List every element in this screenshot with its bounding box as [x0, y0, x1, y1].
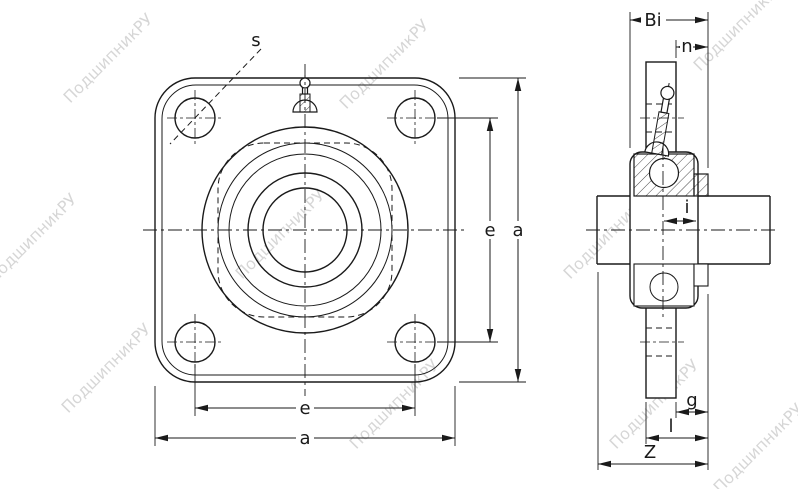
dim-label-e-bottom: e	[299, 398, 310, 419]
side-centerlines	[586, 146, 778, 320]
dim-s: s	[169, 30, 262, 145]
watermark-text: ПодшипникРУ	[0, 189, 81, 286]
dim-label-bi: Bi	[644, 10, 661, 31]
dim-label-n: n	[681, 36, 692, 57]
dim-label-s: s	[251, 30, 260, 51]
watermark-text: ПодшипникРУ	[690, 0, 787, 75]
dim-e-bottom: e	[194, 364, 416, 419]
front-view: s e a e a	[143, 30, 527, 449]
ball-upper	[648, 157, 680, 189]
dim-label-l: l	[668, 416, 673, 437]
dim-label-z: Z	[644, 442, 656, 463]
collar-upper	[693, 173, 709, 197]
bearing-section	[633, 153, 709, 197]
watermark-text: ПодшипникРУ	[710, 399, 798, 489]
dim-z: Z	[597, 272, 708, 470]
watermark-text: ПодшипникРУ	[232, 185, 329, 282]
ball-lower	[649, 272, 679, 302]
dim-n: n	[675, 36, 708, 58]
dim-a-bottom: a	[154, 386, 456, 449]
dim-label-i: i	[684, 197, 689, 218]
dim-label-g: g	[686, 390, 697, 411]
dim-label-e-right: e	[484, 220, 495, 241]
watermark-text: ПодшипникРУ	[60, 9, 157, 106]
dim-a-right: a	[459, 77, 527, 383]
front-centerlines	[143, 64, 467, 396]
dim-g: g	[675, 294, 709, 470]
dim-e-right: e	[437, 117, 499, 343]
dim-bi: Bi	[629, 10, 709, 168]
dim-l: l	[645, 402, 708, 444]
dim-label-a-bottom: a	[299, 428, 310, 449]
bearing-lower-outline	[633, 263, 709, 307]
dim-i: i	[664, 197, 696, 225]
bolt-holes	[167, 90, 443, 370]
dim-label-a-right: a	[512, 220, 523, 241]
watermark-text: ПодшипникРУ	[58, 319, 155, 416]
side-view: Bi n i g l Z	[586, 10, 778, 470]
collar-lower	[693, 263, 709, 287]
dim-s-leader	[169, 48, 262, 145]
